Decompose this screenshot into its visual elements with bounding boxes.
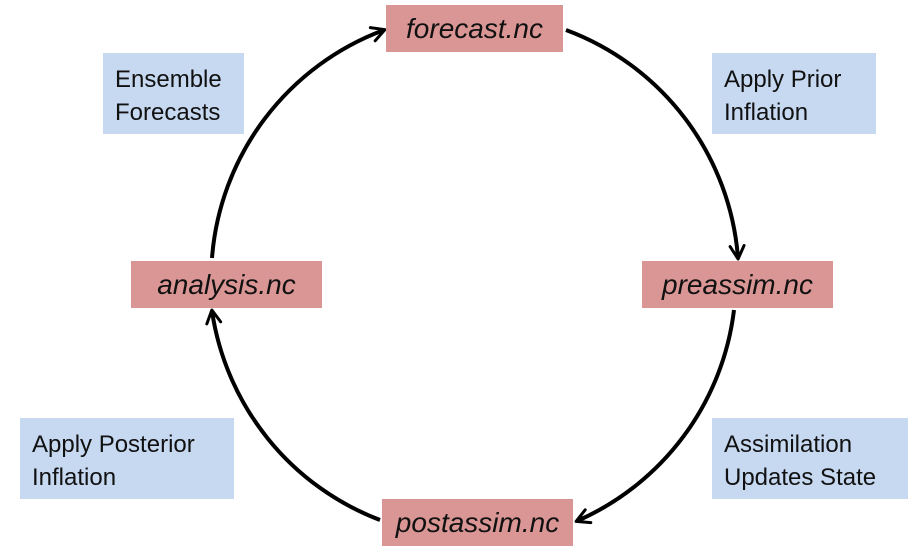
prior-inflation-step: Apply Prior Inflation	[712, 53, 876, 134]
ensemble-forecasts-step: Ensemble Forecasts	[103, 53, 244, 134]
preassim-file-label: preassim.nc	[662, 268, 813, 300]
ensemble-forecasts-line-2: Forecasts	[115, 99, 221, 126]
posterior-inflation-step: Apply Posterior Inflation	[20, 418, 234, 499]
posterior-inflation-line-2: Inflation	[32, 464, 117, 491]
arrow-preassim-to-postassim	[574, 309, 736, 525]
preassim-file-box: preassim.nc	[642, 261, 833, 308]
prior-inflation-line-1: Apply Prior	[724, 66, 842, 93]
forecast-file-label: forecast.nc	[406, 12, 543, 44]
analysis-file-label: analysis.nc	[157, 268, 296, 300]
postassim-file-box: postassim.nc	[382, 499, 573, 546]
arrow-analysis-to-forecast	[210, 26, 387, 259]
postassim-file-label: postassim.nc	[395, 506, 560, 538]
ensemble-forecasts-line-1: Ensemble	[115, 66, 222, 93]
assimilation-step: Assimilation Updates State	[712, 418, 908, 499]
arrow-postassim-to-analysis	[205, 308, 381, 522]
prior-inflation-line-2: Inflation	[724, 99, 809, 126]
analysis-file-box: analysis.nc	[131, 261, 322, 308]
arrow-forecast-to-preassim	[565, 28, 746, 261]
assimilation-line-2: Updates State	[724, 464, 877, 491]
posterior-inflation-line-1: Apply Posterior	[32, 431, 195, 458]
assimilation-line-1: Assimilation	[724, 431, 853, 458]
forecast-file-box: forecast.nc	[386, 5, 563, 52]
